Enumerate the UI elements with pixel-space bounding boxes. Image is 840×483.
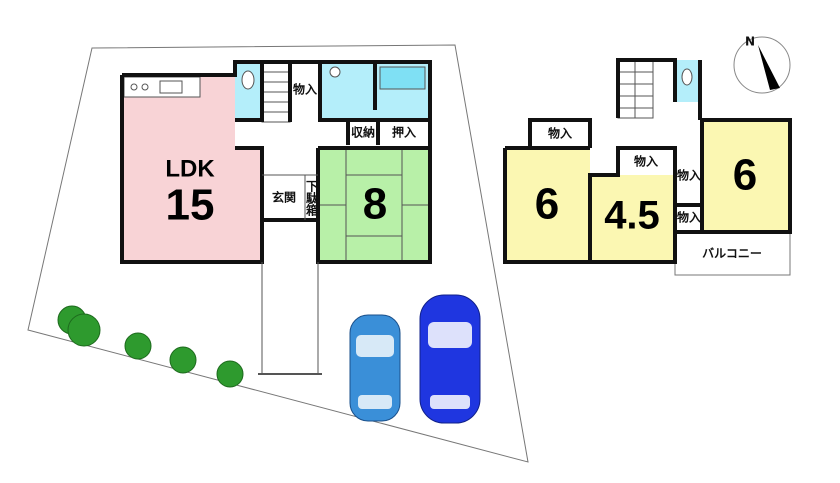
balcony [674,231,791,276]
car-icon [419,294,481,424]
balcony-label: バルコニー [702,247,762,261]
closet-label: 収納 [351,125,375,140]
compass: N [733,35,791,94]
kitchen-counter [123,76,201,98]
bathtub [379,66,426,90]
bedroom-middle-size: 4.5 [604,194,660,238]
tree-icon [216,360,244,388]
oshiire-label: 押入 [392,125,416,140]
storage-label: 物入 [634,154,658,169]
ldk-label: LDK [165,155,215,182]
storage-label: 物入 [293,82,317,97]
tree-icon [169,346,197,374]
tree-icon [67,313,101,347]
shoe-box-label: 下駄箱 [305,180,319,217]
storage-label: 物入 [677,168,701,183]
storage-label: 物入 [677,210,701,225]
trees [57,305,244,388]
bedroom-left [505,148,590,262]
storage-label: 物入 [548,126,572,141]
north-label: N [745,35,755,49]
north-arrow-icon [758,45,780,90]
tatami-lines [318,148,430,262]
tree-icon [124,332,152,360]
ldk-size: 15 [166,181,215,230]
toilet-icon [241,70,255,90]
car-icon [349,314,401,422]
floor-2: 6 4.5 6 物入 物入 物入 物入 バルコニー [503,58,792,276]
entrance-label: 玄関 [272,190,296,205]
washitsu-size: 8 [363,180,387,229]
ldk-room [122,75,262,262]
bedroom-right-size: 6 [733,151,757,200]
bedroom-middle [590,175,675,262]
washroom [320,62,375,120]
approach-path [258,262,322,375]
floor-1: LDK 15 8 物入 収納 押入 玄関 下駄箱 [120,60,432,375]
bedroom-right [702,120,790,232]
toilet-icon [681,68,693,86]
bedroom-left-size: 6 [535,180,559,229]
